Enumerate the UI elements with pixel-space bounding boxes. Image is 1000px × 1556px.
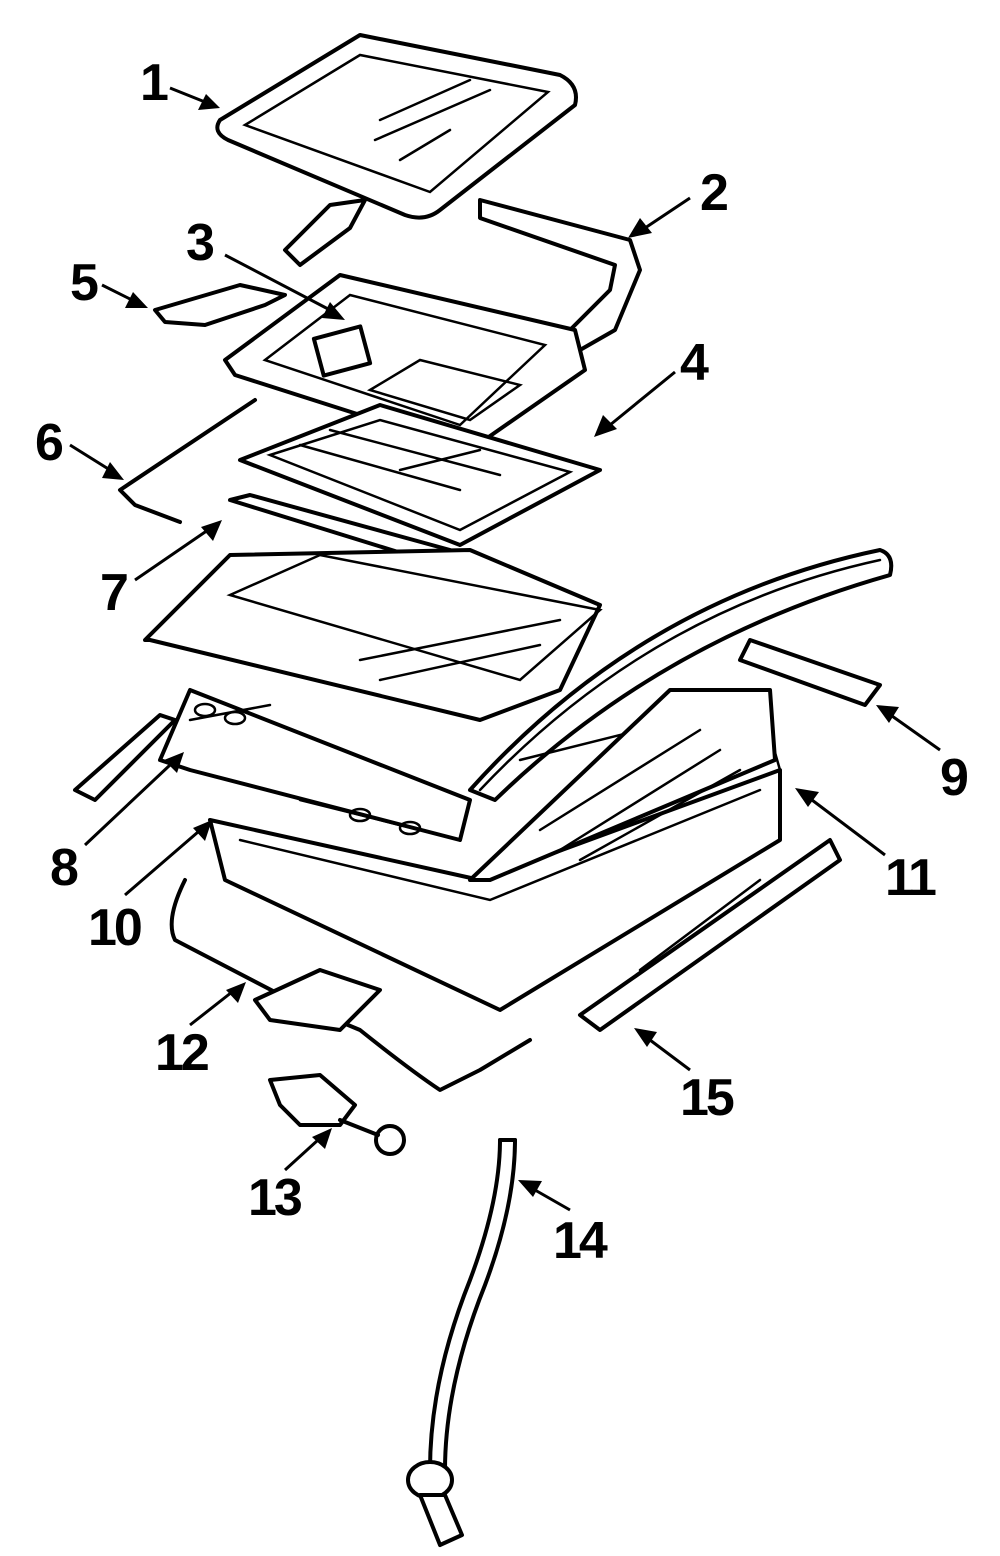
svg-text:7: 7 xyxy=(100,564,127,622)
svg-text:5: 5 xyxy=(70,254,98,312)
roof-arch-rail xyxy=(468,548,894,802)
part-1-glass-panel xyxy=(215,33,578,220)
callout-3: 3 xyxy=(186,214,345,320)
svg-text:1: 1 xyxy=(140,54,168,112)
svg-text:14: 14 xyxy=(553,1212,608,1270)
callout-4: 4 xyxy=(594,334,712,437)
callout-10: 10 xyxy=(88,820,212,957)
part-14-drain-hose xyxy=(406,1138,517,1547)
svg-text:11: 11 xyxy=(885,849,936,907)
callout-9: 9 xyxy=(876,705,970,807)
svg-text:8: 8 xyxy=(50,839,78,897)
svg-text:15: 15 xyxy=(680,1069,734,1127)
svg-text:12: 12 xyxy=(155,1024,208,1082)
svg-text:4: 4 xyxy=(680,334,709,392)
svg-text:2: 2 xyxy=(700,164,727,222)
svg-text:10: 10 xyxy=(88,899,141,957)
part-12-drive-cable xyxy=(169,878,532,1092)
callout-7: 7 xyxy=(100,520,222,622)
callout-13: 13 xyxy=(248,1128,332,1227)
part-10-deflector xyxy=(158,688,472,842)
svg-text:3: 3 xyxy=(186,214,214,272)
callout-6: 6 xyxy=(35,414,124,480)
callout-8: 8 xyxy=(50,752,184,897)
part-3-frame-housing xyxy=(223,273,587,452)
callout-12: 12 xyxy=(155,982,246,1082)
callout-11: 11 xyxy=(795,788,939,907)
part-13-connector xyxy=(268,1073,406,1156)
callout-15: 15 xyxy=(634,1028,737,1127)
part-5-bracket xyxy=(153,283,287,327)
part-9-side-rail xyxy=(738,638,882,707)
callout-14: 14 xyxy=(518,1180,611,1270)
part-4-tray xyxy=(238,403,602,547)
svg-text:6: 6 xyxy=(35,414,63,472)
svg-text:9: 9 xyxy=(940,749,967,807)
callout-2: 2 xyxy=(628,164,730,238)
part-15-track-rail xyxy=(578,838,842,1032)
part-6-cable xyxy=(118,398,257,524)
part-11-housing xyxy=(208,688,782,1012)
svg-text:13: 13 xyxy=(248,1169,302,1227)
roof-panel xyxy=(143,548,603,722)
callout-5: 5 xyxy=(70,254,148,312)
callout-1: 1 xyxy=(140,54,220,112)
